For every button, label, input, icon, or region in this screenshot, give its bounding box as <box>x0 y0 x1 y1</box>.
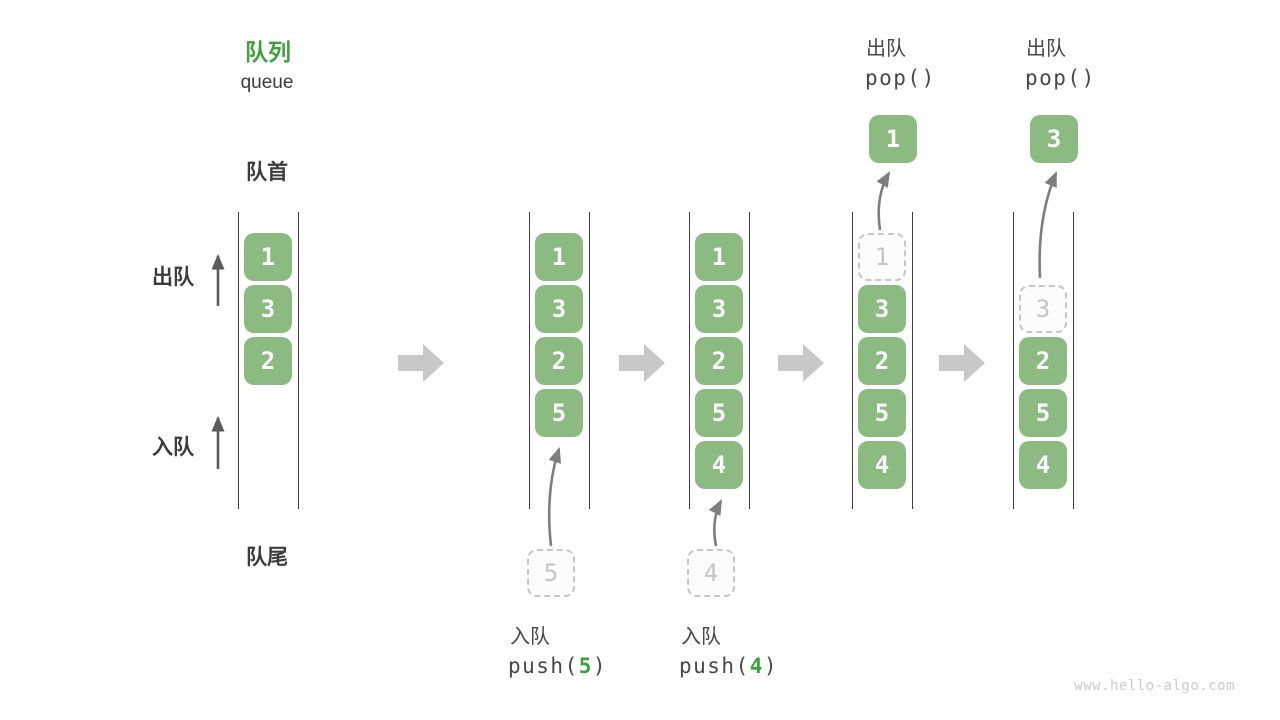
queue-item-removed: 3 <box>1019 285 1067 333</box>
enqueue-side-label: 入队 <box>152 436 194 459</box>
queue-item: 4 <box>695 441 743 489</box>
queue-item: 5 <box>535 389 583 437</box>
diagram-title-en: queue <box>240 72 294 93</box>
push-arg: 5 <box>578 654 593 678</box>
queue-item: 2 <box>695 337 743 385</box>
queue-item: 2 <box>858 337 906 385</box>
queue-rear-label: 队尾 <box>246 546 288 569</box>
push-fn-close: ) <box>592 654 608 678</box>
dequeue-op-label-2: 出队 <box>1026 38 1066 60</box>
queue-wall-right <box>1072 212 1075 509</box>
queue-item: 1 <box>695 233 743 281</box>
popped-item: 1 <box>869 115 917 163</box>
queue-item: 4 <box>1019 441 1067 489</box>
queue-item-removed: 1 <box>858 233 906 281</box>
enqueue-op-label-1: 入队 <box>510 626 550 648</box>
queue-item: 5 <box>1019 389 1067 437</box>
queue-wall-left <box>688 212 691 509</box>
enqueue-op-code-1: push(5) <box>508 654 607 678</box>
dequeue-op-label-1: 出队 <box>866 38 906 60</box>
push-fn-close: ) <box>763 654 779 678</box>
queue-item: 2 <box>244 337 292 385</box>
staged-enqueue-item: 4 <box>687 549 735 597</box>
push-arg: 4 <box>749 654 764 678</box>
watermark: www.hello-algo.com <box>1074 678 1235 694</box>
push-fn-open: push( <box>679 654 750 678</box>
popped-item: 3 <box>1030 115 1078 163</box>
queue-item: 1 <box>535 233 583 281</box>
queue-wall-right <box>588 212 591 509</box>
dequeue-op-code-1: pop() <box>865 66 936 90</box>
enqueue-op-label-2: 入队 <box>681 626 721 648</box>
queue-wall-right <box>748 212 751 509</box>
queue-item: 3 <box>858 285 906 333</box>
queue-wall-left <box>237 212 240 509</box>
diagram-title-zh: 队列 <box>245 39 291 65</box>
queue-wall-right <box>911 212 914 509</box>
enqueue-op-code-2: push(4) <box>679 654 778 678</box>
queue-item: 2 <box>535 337 583 385</box>
queue-item: 3 <box>244 285 292 333</box>
dequeue-op-code-2: pop() <box>1025 66 1096 90</box>
queue-wall-right <box>297 212 300 509</box>
queue-item: 2 <box>1019 337 1067 385</box>
queue-wall-left <box>851 212 854 509</box>
push-fn-open: push( <box>508 654 579 678</box>
queue-item: 5 <box>695 389 743 437</box>
queue-item: 3 <box>535 285 583 333</box>
queue-front-label: 队首 <box>246 161 288 184</box>
queue-item: 1 <box>244 233 292 281</box>
queue-wall-left <box>1012 212 1015 509</box>
queue-item: 5 <box>858 389 906 437</box>
queue-wall-left <box>528 212 531 509</box>
queue-item: 4 <box>858 441 906 489</box>
dequeue-side-label: 出队 <box>152 266 194 289</box>
queue-item: 3 <box>695 285 743 333</box>
staged-enqueue-item: 5 <box>527 549 575 597</box>
